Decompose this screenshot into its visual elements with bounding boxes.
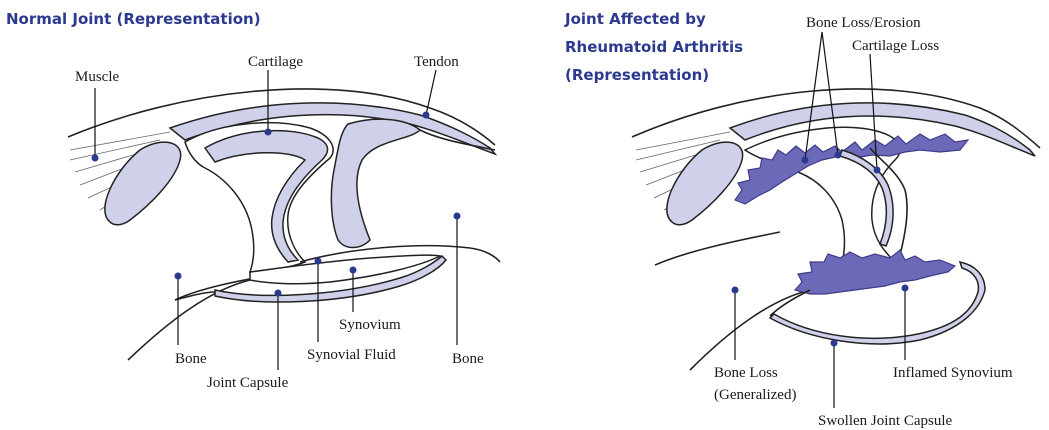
- label-bone-left: Bone: [175, 351, 207, 367]
- label-muscle: Muscle: [75, 69, 120, 85]
- label-bone-loss-generalized: Bone Loss: [714, 365, 778, 381]
- ra-bone-left-surface: [690, 290, 810, 370]
- ra-title-line1: Joint Affected by: [564, 10, 706, 28]
- label-cartilage: Cartilage: [248, 54, 303, 70]
- label-bone-loss-generalized-sub: (Generalized): [714, 387, 796, 403]
- ra-title-line3: (Representation): [565, 66, 709, 84]
- label-inflamed-synovium: Inflamed Synovium: [893, 365, 1013, 381]
- label-cartilage-loss: Cartilage Loss: [852, 38, 939, 54]
- muscle-oval: [105, 142, 181, 225]
- normal-joint-panel: Normal Joint (Representation): [6, 10, 500, 391]
- ra-muscle-oval: [667, 142, 743, 225]
- right-leaders: [732, 32, 909, 408]
- label-swollen-joint-capsule: Swollen Joint Capsule: [818, 413, 953, 429]
- label-bone-loss-erosion: Bone Loss/Erosion: [806, 15, 921, 31]
- inflamed-synovium-lower: [795, 250, 955, 294]
- bone-left-surface: [128, 280, 250, 360]
- ra-joint-panel: Joint Affected by Rheumatoid Arthritis (…: [564, 10, 1040, 429]
- label-tendon: Tendon: [414, 54, 459, 70]
- ra-title-line2: Rheumatoid Arthritis: [565, 38, 743, 56]
- label-joint-capsule: Joint Capsule: [207, 375, 289, 391]
- synovium-cartilage-right: [331, 119, 420, 247]
- label-synovial-fluid: Synovial Fluid: [307, 347, 396, 363]
- label-bone-right: Bone: [452, 351, 484, 367]
- label-synovium: Synovium: [339, 317, 401, 333]
- normal-joint-title: Normal Joint (Representation): [6, 10, 261, 28]
